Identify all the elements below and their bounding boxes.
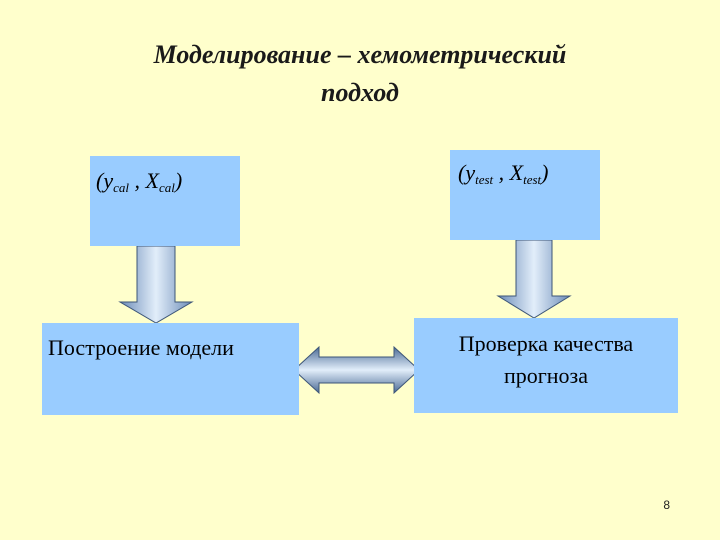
page-number: 8	[663, 498, 670, 512]
calibration-data-label: (ycal , Xcal)	[96, 168, 183, 195]
model-building-box: Построение модели	[42, 323, 299, 415]
test-data-box: (ytest , Xtest)	[450, 150, 600, 240]
calibration-data-box: (ycal , Xcal)	[90, 156, 240, 246]
double-arrow	[293, 345, 420, 395]
test-data-label: (ytest , Xtest)	[458, 160, 549, 187]
title-line-2: подход	[321, 78, 399, 107]
title-line-1: Моделирование – хемометрический	[153, 40, 567, 69]
slide-title: Моделирование – хемометрический подход	[60, 36, 660, 112]
down-arrow-right	[496, 239, 572, 319]
down-arrow-left	[118, 245, 194, 324]
model-building-label: Построение модели	[48, 335, 234, 360]
prediction-check-box: Проверка качества прогноза	[414, 318, 678, 413]
prediction-check-label: Проверка качества прогноза	[458, 331, 634, 388]
